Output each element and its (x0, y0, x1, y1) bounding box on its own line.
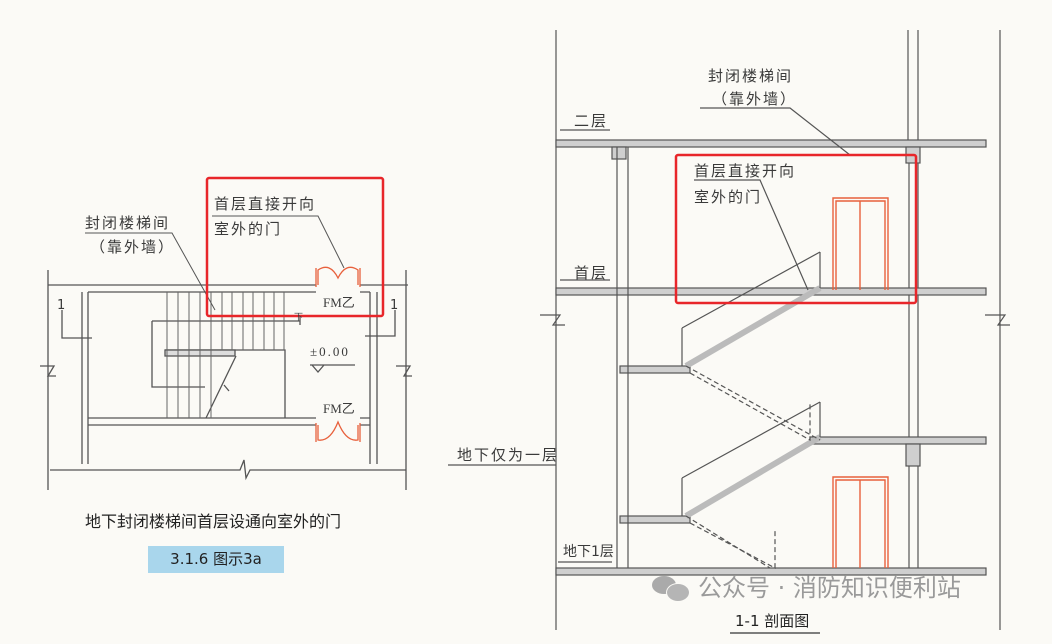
watermark-text: 公众号 · 消防知识便利站 (698, 574, 961, 602)
wechat-icon (652, 574, 690, 602)
figure-badge: 3.1.6 图示3a (148, 546, 284, 573)
section-title: 1-1 剖面图 (735, 612, 810, 630)
fire-door-top (315, 266, 361, 287)
fire-door-bottom (315, 420, 361, 442)
section-highlight-label-1: 首层直接开向 (694, 162, 797, 180)
elevation-mark: ±0.00 (310, 344, 350, 359)
plan-stair-label: 封闭楼梯间 (85, 214, 171, 232)
plan-highlight-label-2: 室外的门 (214, 220, 283, 238)
plan-stair-sublabel: （靠外墙） (90, 238, 176, 256)
door-leader-line (212, 215, 345, 269)
section-stair-label: 封闭楼梯间 (708, 67, 794, 85)
section-stair-sublabel: （靠外墙） (712, 90, 798, 108)
section-mark-left: 1 (57, 298, 66, 313)
floor-label-basement: 地下1层 (563, 544, 614, 560)
section-view (448, 30, 1010, 634)
plan-caption: 地下封闭楼梯间首层设通向室外的门 (85, 512, 342, 531)
watermark: 公众号 · 消防知识便利站 (652, 574, 961, 602)
floor-label-2: 二层 (574, 112, 609, 130)
basement-note: 地下仅为一层 (457, 446, 560, 464)
down-mark: 下 (294, 313, 304, 323)
highlight-box-section (674, 153, 918, 305)
stair-treads (166, 292, 285, 418)
plan-highlight-label-1: 首层直接开向 (214, 195, 317, 213)
highlight-box-plan (205, 176, 385, 318)
plan-door-top-label: FM乙 (323, 295, 355, 310)
plan-door-bottom-label: FM乙 (323, 401, 355, 416)
section-mark-right: 1 (390, 298, 399, 313)
stair-leader-line (85, 232, 216, 311)
floor-plan (40, 270, 412, 490)
section-door-basement (832, 476, 889, 568)
section-door-first-floor (832, 197, 889, 290)
section-highlight-label-2: 室外的门 (694, 188, 763, 206)
floor-label-1: 首层 (574, 264, 609, 282)
